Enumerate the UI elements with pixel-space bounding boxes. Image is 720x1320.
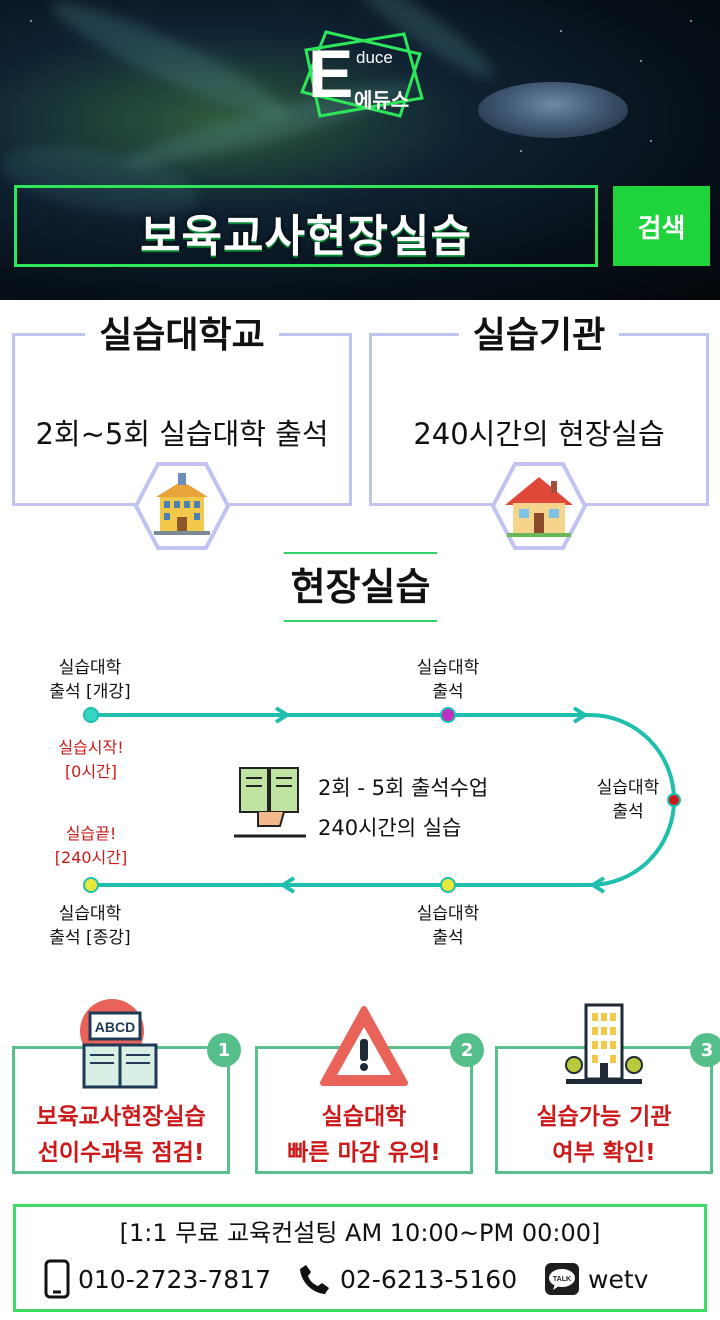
timeline-dot-end xyxy=(83,877,99,893)
timeline-dot-right xyxy=(667,793,681,807)
timeline-label-bottom-mid: 실습대학 출석 xyxy=(388,902,508,950)
phone-number: 02-6213-5160 xyxy=(340,1264,518,1294)
notice-3-line1: 실습가능 기관 xyxy=(536,1104,672,1130)
logo-suffix: duce xyxy=(356,48,393,67)
search-button[interactable]: 검색 xyxy=(613,186,710,266)
mobile-contact[interactable]: 010-2723-7817 xyxy=(44,1257,271,1301)
card-university-label: 실습대학교 xyxy=(85,314,279,358)
end-note: 실습끝! [240시간] xyxy=(54,824,128,867)
timeline-label-close: 실습대학 출석 [종강] xyxy=(30,902,150,950)
contact-row: 010-2723-7817 02-6213-5160 TALK wetv xyxy=(16,1257,704,1301)
timeline-label-open: 실습대학 출석 [개강] xyxy=(30,656,150,704)
logo-korean: 에듀스 xyxy=(354,88,410,112)
card-institution-desc: 240시간의 현장실습 xyxy=(413,417,665,451)
timeline-dot-mid-bottom xyxy=(440,877,456,893)
svg-text:ABCD: ABCD xyxy=(95,1019,135,1035)
kakao-talk-icon: TALK xyxy=(545,1263,579,1295)
notice-1-line1: 보육교사현장실습 xyxy=(36,1104,206,1130)
timeline-label-right-text: 실습대학 출석 xyxy=(596,778,660,822)
kakao-contact[interactable]: TALK wetv xyxy=(544,1257,648,1301)
notice-text-1: 보육교사현장실습 선이수과목 점검! xyxy=(15,1099,227,1171)
arrow-left-icon xyxy=(589,876,606,894)
timeline-label-top-mid-text: 실습대학 출석 xyxy=(416,658,480,702)
card-institution: 실습기관 240시간의 현장실습 xyxy=(369,314,709,550)
timeline-dot-mid-top xyxy=(440,707,456,723)
warning-icon xyxy=(319,1003,409,1093)
timeline-summary-line2: 240시간의 실습 xyxy=(318,816,462,840)
start-note: 실습시작! [0시간] xyxy=(58,738,124,781)
notice-3-line2: 여부 확인! xyxy=(552,1140,656,1166)
school-building-icon xyxy=(133,461,231,551)
consulting-hours: [1:1 무료 교육컨설팅 AM 10:00~PM 00:00] xyxy=(119,1219,601,1247)
educe-logo[interactable]: E duce 에듀스 xyxy=(292,28,428,120)
timeline-track xyxy=(83,706,681,894)
card-university: 실습대학교 2회~5회 실습대학 출석 xyxy=(12,314,352,550)
logo-letter: E xyxy=(308,36,354,112)
kakao-id: wetv xyxy=(588,1264,649,1294)
arrow-right-icon xyxy=(274,706,291,724)
timeline-dot-start xyxy=(83,707,99,723)
arrow-right-icon xyxy=(572,706,589,724)
notice-2-line1: 실습대학 xyxy=(321,1104,407,1130)
timeline-label-top-mid: 실습대학 출석 xyxy=(388,656,508,704)
timeline-label-right: 실습대학 출석 xyxy=(568,776,688,824)
hero-banner: E duce 에듀스 보육교사현장실습 검색 xyxy=(0,0,720,300)
timeline-label-open-text: 실습대학 출석 [개강] xyxy=(49,658,131,702)
notice-1-line2: 선이수과목 점검! xyxy=(37,1140,205,1166)
notice-number-2: 2 xyxy=(450,1033,484,1067)
contact-box: [1:1 무료 교육컨설팅 AM 10:00~PM 00:00] 010-272… xyxy=(13,1204,707,1312)
planet-image xyxy=(478,82,628,138)
page-title: 보육교사현장실습 xyxy=(140,211,472,262)
telephone-icon xyxy=(300,1265,329,1294)
notice-card-1: ABCD 1 보육교사현장실습 선이수과목 점검! xyxy=(12,999,241,1174)
notice-card-3: 3 실습가능 기관 여부 확인! xyxy=(495,1003,720,1174)
book-abcd-icon: ABCD xyxy=(76,997,166,1097)
notice-text-3: 실습가능 기관 여부 확인! xyxy=(498,1099,710,1171)
house-icon xyxy=(490,461,588,551)
card-institution-label: 실습기관 xyxy=(458,314,620,358)
timeline-label-bottom-mid-text: 실습대학 출석 xyxy=(416,904,480,948)
notice-number-3: 3 xyxy=(690,1033,720,1067)
notice-number-1: 1 xyxy=(207,1033,241,1067)
notice-card-2: 2 실습대학 빠른 마감 유의! xyxy=(255,1006,484,1174)
notice-2-line2: 빠른 마감 유의! xyxy=(287,1140,441,1166)
arrow-left-icon xyxy=(279,876,296,894)
card-university-desc: 2회~5회 실습대학 출석 xyxy=(35,417,329,451)
phone-contact[interactable]: 02-6213-5160 xyxy=(298,1257,517,1301)
mobile-phone-icon xyxy=(44,1259,70,1299)
building-icon xyxy=(564,1001,644,1091)
timeline-summary: 2회 - 5회 출석수업 240시간의 실습 xyxy=(318,768,488,848)
search-title-box[interactable]: 보육교사현장실습 xyxy=(14,185,598,267)
book-in-hand-icon xyxy=(234,767,306,838)
timeline-summary-line1: 2회 - 5회 출석수업 xyxy=(318,776,489,800)
notice-text-2: 실습대학 빠른 마감 유의! xyxy=(258,1099,470,1171)
section-title: 현장실습 xyxy=(284,552,437,622)
timeline-label-close-text: 실습대학 출석 [종강] xyxy=(49,904,131,948)
kakao-badge-text: TALK xyxy=(553,1276,571,1283)
mobile-number: 010-2723-7817 xyxy=(78,1264,272,1294)
